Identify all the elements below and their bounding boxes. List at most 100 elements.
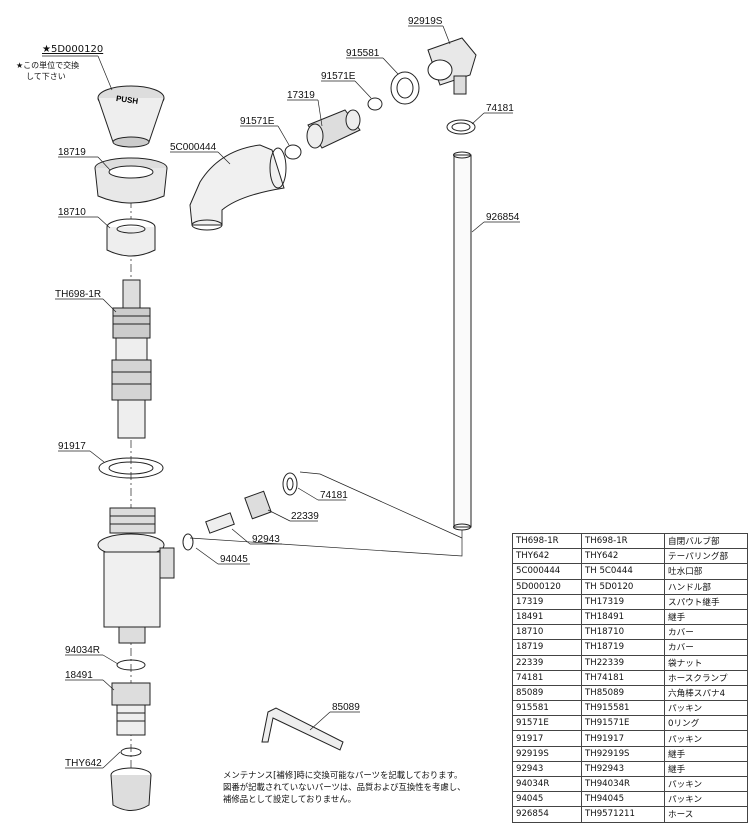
product-code-cell: TH18491 [581,608,665,626]
callout-94034r: 94034R [65,645,100,656]
part-number-cell: 94045 [512,791,582,808]
part-name-cell: カバー [664,624,748,641]
cover-18710-part [106,218,156,257]
product-code-cell: THY642 [581,548,665,565]
part-number-cell: 5D000120 [512,578,582,595]
part-name-cell: 自閉バルブ部 [664,532,748,550]
part-number-cell: 22339 [512,654,582,671]
callout-915581: 915581 [346,48,380,59]
product-code-cell: TH92943 [581,760,665,778]
part-name-cell: 0リング [664,715,748,732]
product-code-cell: TH 5D0120 [581,578,665,595]
part-number-cell: 18719 [512,639,582,656]
cap-nut-22339-part [244,490,272,520]
part-name-cell: ホースクランプ [664,669,748,686]
replace-unit-note-line2: して下さい [26,72,66,81]
callout-85089: 85089 [332,702,360,713]
callout-18491: 18491 [65,670,93,681]
callout-91571e-b: 91571E [321,71,356,82]
part-name-cell: 袋ナット [664,654,748,671]
handle-part [97,85,165,148]
joint-92919s-part [427,37,477,95]
product-code-cell: TH18710 [581,624,665,641]
note-line: 補修品として設定しておりません。 [223,794,356,804]
callout-74181-top: 74181 [486,103,514,114]
product-code-cell: TH94034R [581,775,665,793]
spout-joint-part [306,109,361,149]
leader-lines [42,25,520,769]
part-number-cell: 926854 [512,806,582,823]
hex-wrench-part [261,707,344,751]
o-ring-91571e-b [367,97,383,111]
part-number-cell: 85089 [512,684,582,702]
part-number-cell: 18710 [512,624,582,641]
part-name-cell: 吐水口部 [664,563,748,580]
part-name-cell: パッキン [664,730,748,747]
cover-18719-part [94,157,168,204]
product-code-cell: TH698-1R [581,532,665,550]
part-number-cell: 92943 [512,760,582,778]
callout-th698-1r: TH698-1R [55,289,101,300]
part-name-cell: カバー [664,639,748,656]
part-number-cell: 91571E [512,715,582,732]
replace-unit-code: ★5D000120 [42,44,104,55]
packing-94034r-part [116,659,146,671]
callout-91917: 91917 [58,441,86,452]
product-code-cell: TH22339 [581,654,665,671]
product-code-cell: TH17319 [581,593,665,610]
taper-ring-part [120,747,142,757]
callout-5c000444: 5C000444 [170,142,217,153]
packing-94045-part [182,533,194,551]
product-code-cell: TH915581 [581,700,665,717]
callout-926854: 926854 [486,212,520,223]
callout-94045: 94045 [220,554,248,565]
callout-92943: 92943 [252,534,280,545]
hose-routing-line [189,530,463,557]
part-name-cell: 継手 [664,760,748,778]
part-name-cell: スパウト継手 [664,593,748,610]
part-name-cell: パッキン [664,775,748,793]
product-code-cell: TH92919S [581,745,665,762]
taper-nut-part [110,767,152,811]
callout-22339: 22339 [291,511,319,522]
push-label: PUSH [115,94,138,106]
hose-part [453,151,472,531]
part-number-cell: 17319 [512,593,582,610]
product-code-cell: TH91917 [581,730,665,747]
clamp-routing-line [299,471,463,539]
maintenance-note: メンテナンス[補修]時に交換可能なパーツを記載しております。 図番が記載されてい… [223,769,513,805]
part-number-cell: 94034R [512,775,582,793]
product-code-cell: TH91571E [581,715,665,732]
part-number-cell: 92919S [512,745,582,762]
product-code-cell: TH94045 [581,791,665,808]
note-line: 図番が記載されていないパーツは、品質および互換性を考慮し、 [223,782,466,792]
callout-92919s: 92919S [408,16,443,27]
joint-92943-part [205,512,235,534]
part-number-cell: 18491 [512,608,582,626]
part-number-cell: 5C000444 [512,563,582,580]
replace-unit-note-line1: ★この単位で交換 [16,61,80,70]
part-name-cell: パッキン [664,700,748,717]
valve-body-part [97,507,175,644]
part-number-cell: 74181 [512,669,582,686]
part-number-cell: TH698-1R [512,532,582,550]
callout-74181-bottom: 74181 [320,490,348,501]
